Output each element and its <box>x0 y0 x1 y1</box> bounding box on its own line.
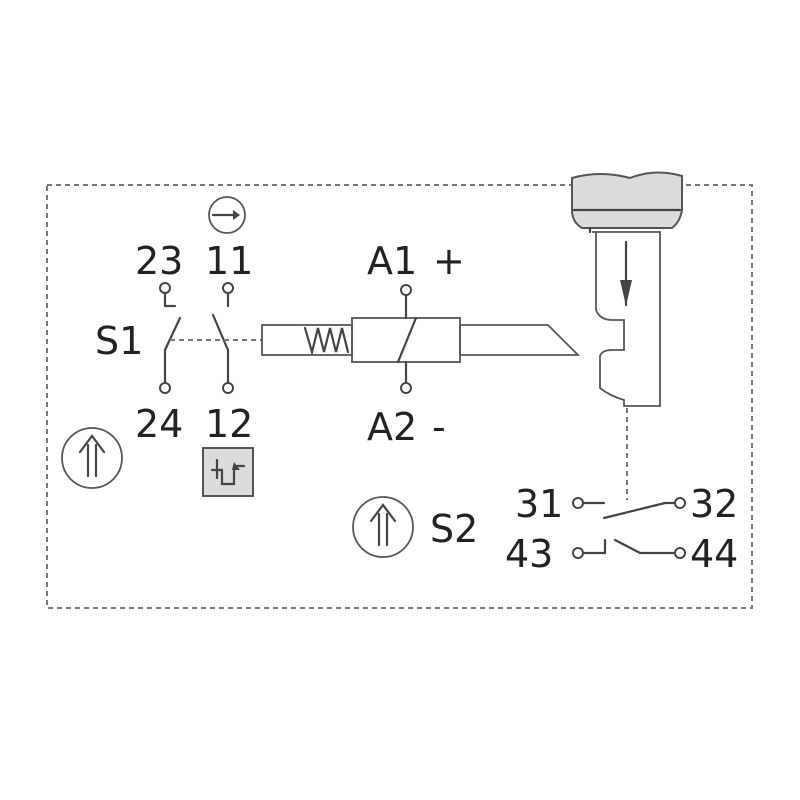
label-43: 43 <box>505 532 553 576</box>
enclosure-boundary <box>46 184 753 609</box>
step-contact-box-icon <box>202 447 254 497</box>
label-44: 44 <box>690 532 738 576</box>
label-24: 24 <box>135 402 183 446</box>
terminal-24 <box>159 382 171 394</box>
label-11: 11 <box>205 239 253 283</box>
label-32: 32 <box>690 482 738 526</box>
label-a2: A2 <box>367 405 417 449</box>
label-31: 31 <box>515 482 563 526</box>
terminal-a1 <box>400 284 412 296</box>
up-arrow-circle-icon <box>352 496 414 558</box>
spring <box>303 326 350 357</box>
terminal-a2 <box>400 382 412 394</box>
label-a2-sign: - <box>432 405 446 449</box>
solenoid-assembly <box>261 284 581 394</box>
s2-contact-block <box>572 497 686 559</box>
terminal-43 <box>572 547 584 559</box>
s1-contact-block <box>159 282 262 394</box>
clock-dial-icon <box>208 196 246 234</box>
terminal-32 <box>674 497 686 509</box>
terminal-44 <box>674 547 686 559</box>
downward-arrow-icon <box>620 280 632 306</box>
terminal-31 <box>572 497 584 509</box>
label-a1-sign: + <box>433 239 465 283</box>
terminal-12 <box>222 382 234 394</box>
locking-bolt <box>459 324 581 356</box>
terminal-11 <box>222 282 234 294</box>
up-arrow-circle-icon <box>61 427 123 489</box>
label-s1: S1 <box>95 319 143 363</box>
terminal-23 <box>159 282 171 294</box>
label-a1: A1 <box>367 239 417 283</box>
label-12: 12 <box>205 402 253 446</box>
label-s2: S2 <box>430 507 478 551</box>
actuator-key <box>571 171 683 500</box>
label-23: 23 <box>135 239 183 283</box>
